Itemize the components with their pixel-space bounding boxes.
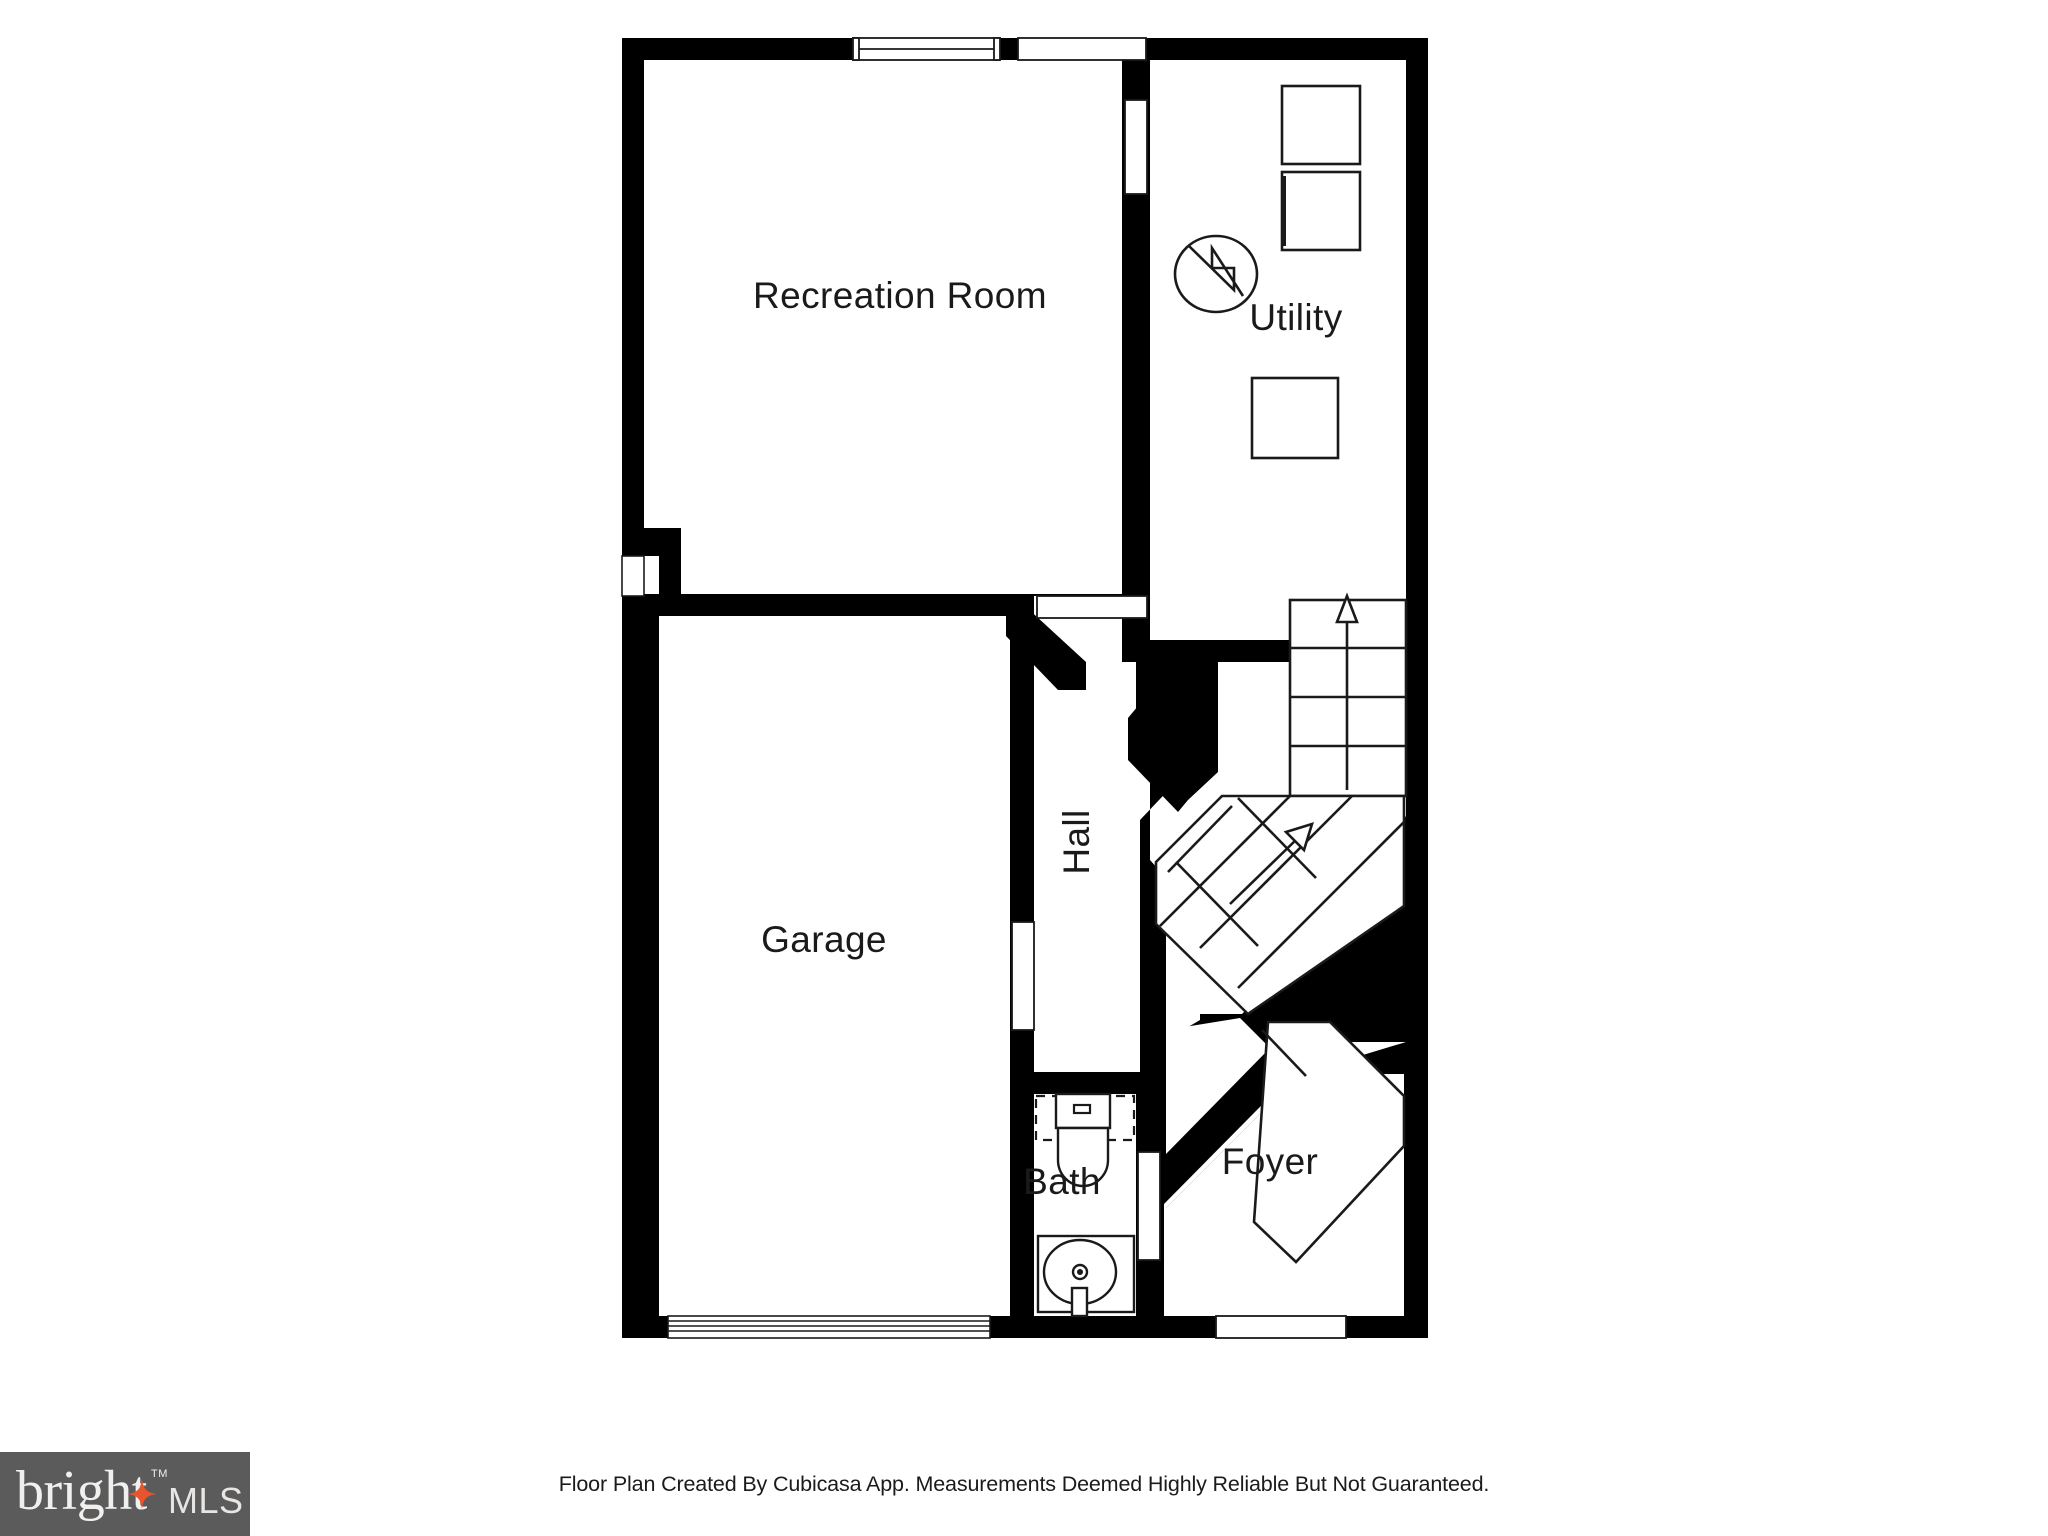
door-bath [1137,1151,1161,1261]
room-label-foyer: Foyer [1222,1141,1319,1182]
stair-run-up [1288,592,1408,798]
stair-landing-line [1261,1029,1307,1077]
logo-suffix: MLS [168,1480,244,1521]
sink-faucet-icon [1070,1286,1089,1318]
stair-winder-line [1175,861,1259,947]
wall-garage-north-2 [659,594,1010,616]
bright-mls-logo: bright TM MLS [0,1452,250,1536]
door-recreation-utility [1124,99,1148,195]
room-interiors [644,60,1406,1316]
door-hall-north [1036,595,1148,619]
room-label-bath: Bath [1023,1161,1101,1202]
room-fill-recreation-b [681,528,1122,594]
room-fill-foyer-mid [1166,1018,1270,1154]
wall-east-exterior [1406,38,1428,1338]
room-labels: Recreation Room Utility Garage Hall Bath… [753,275,1342,1202]
appliance-accent-bar [1282,176,1286,246]
stairs-group [1154,592,1408,1264]
room-label-garage: Garage [761,919,887,960]
wall-garage-ne-diagonal-2 [1006,594,1086,690]
stair-winder-line [1167,805,1233,873]
stair-winder [1154,794,1406,1016]
window-recreation-north [852,37,1001,61]
room-label-recreation-room: Recreation Room [753,275,1047,316]
stair-winder-outline [1154,794,1406,1016]
wall-garage-west-jog [622,528,681,556]
appliance-square-icon [1280,84,1362,166]
appliance-square-icon [1280,170,1362,252]
logo-trademark: TM [151,1468,168,1480]
electric-bolt-circle-icon [1173,234,1259,314]
wall-west-exterior [622,38,644,1338]
sink-drain-center-icon [1077,1269,1083,1275]
entry-door-foyer [1215,1315,1347,1339]
room-fill-hall [1034,616,1136,1072]
stair-winder-line [1159,795,1291,927]
logo-wordmark: bright [16,1460,147,1522]
window-utility-north [1017,37,1147,61]
logo-inner: bright TM MLS [16,1462,250,1526]
room-fill-garage [659,616,1082,1316]
appliance-square-icon [1250,376,1340,460]
garage-side-opening-west [621,555,645,597]
four-point-star-icon [127,1479,157,1509]
stair-winder-arrow-icon [1229,822,1314,905]
wall-wedge-hall-stair-c [1128,706,1188,812]
wall-garage-west-notch-2 [622,594,659,634]
door-garage-hall [1011,921,1035,1031]
stair-lower-landing [1252,1020,1406,1264]
bath-fixtures [1034,1092,1136,1318]
garage-door-south [667,1315,991,1339]
openings-group [621,37,1347,1339]
room-fill-recreation-a [644,60,1122,528]
utility-fixtures [1173,84,1362,460]
stair-winder-line [1237,821,1405,989]
wall-bath-north-2 [1010,1072,1164,1094]
toilet-bowl-icon [1056,1126,1110,1188]
footer-disclaimer: Floor Plan Created By Cubicasa App. Meas… [558,1472,1490,1496]
room-label-hall: Hall [1056,809,1097,874]
room-label-utility: Utility [1249,297,1342,338]
stair-landing-outline [1252,1020,1406,1264]
room-fill-utility [1150,60,1406,640]
stair-winder-line [1237,797,1317,879]
stair-winder-line [1199,795,1353,949]
toilet-flush-icon [1072,1103,1092,1115]
stair-up-arrow-icon [1335,592,1359,790]
